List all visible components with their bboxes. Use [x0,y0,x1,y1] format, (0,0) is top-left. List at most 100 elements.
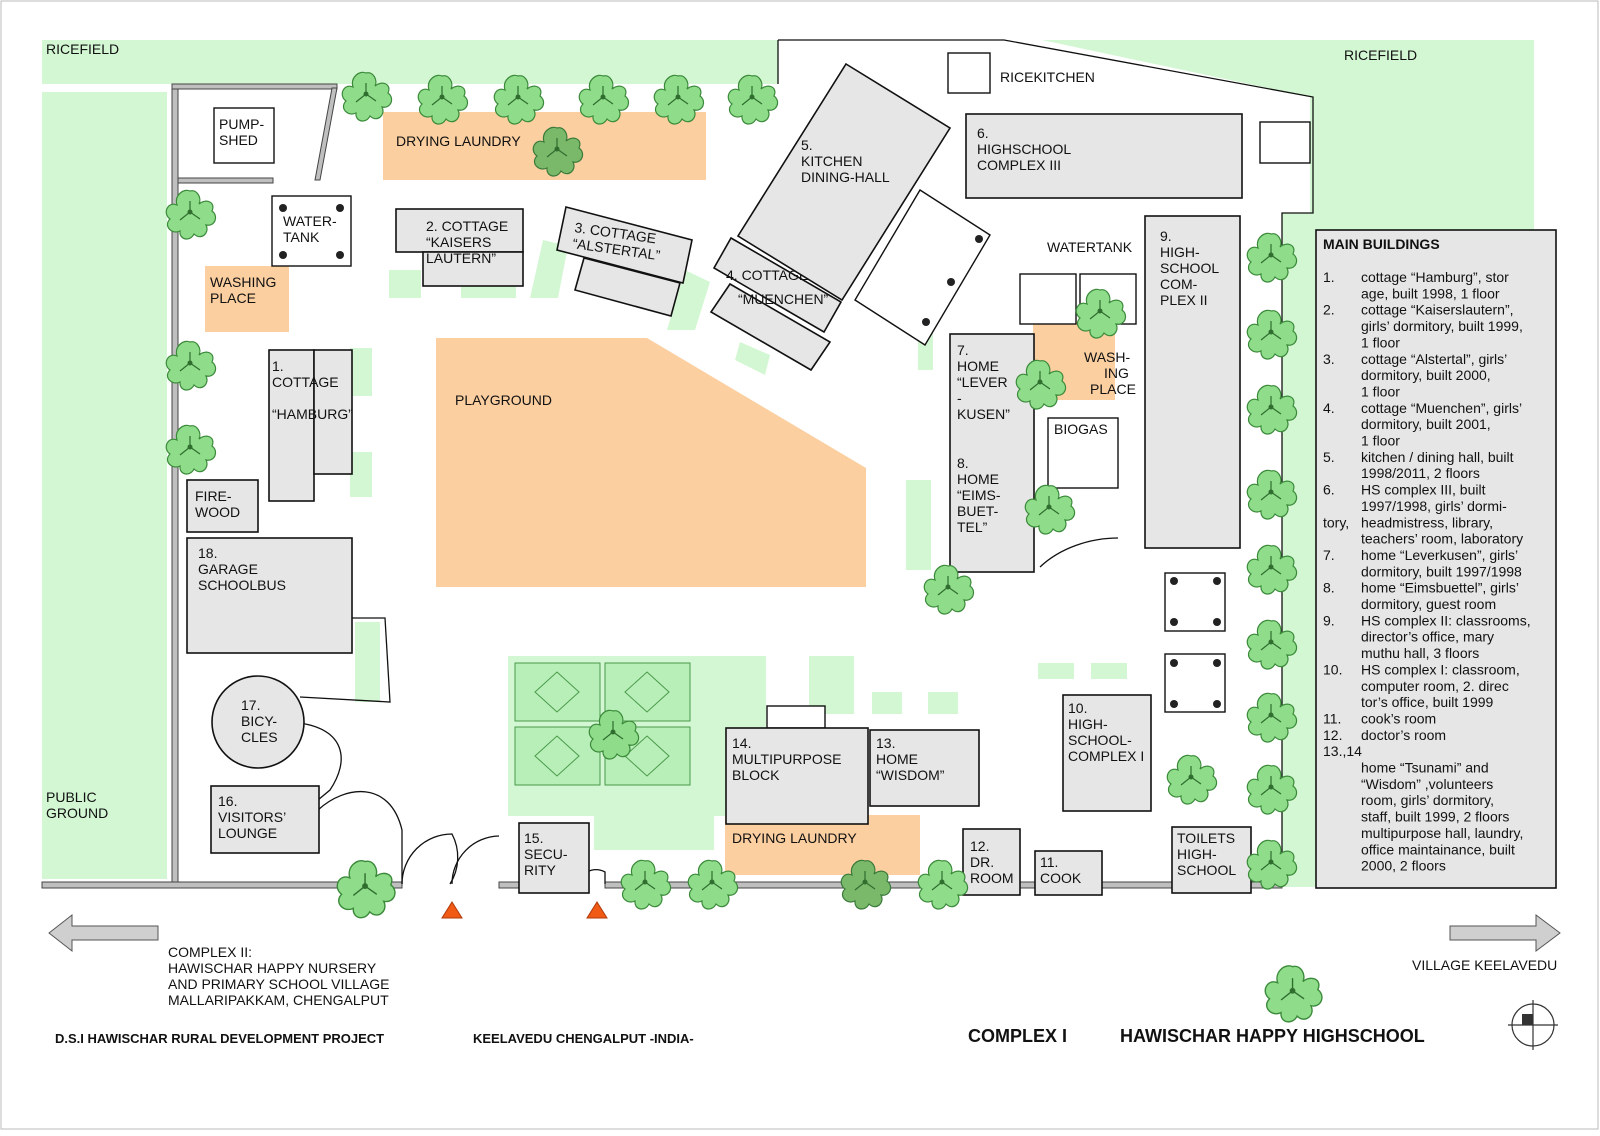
cottage-1-hamburg: 1. COTTAGE “HAMBURG” [268,349,353,502]
hs-complex-2-label-5: PLEX II [1160,292,1207,308]
kitchen-dining-hall: 5. KITCHEN DINING-HALL [736,62,952,302]
cottage-2-kaiserslautern: 2. COTTAGE “KAISERS LAUTERN” [395,208,524,287]
hs-complex-1-label-2: HIGH- [1068,716,1108,732]
home-7-label-1: 7. [957,342,969,358]
public-ground-label-1: PUBLIC [46,789,97,805]
home-8-label-2: HOME [957,471,999,487]
rice-kitchen: RICEKITCHEN [947,52,1095,94]
legend-text: staff, built 1999, 2 floors [1361,809,1509,825]
public-ground-zone [42,92,167,879]
paths [299,537,1119,884]
main-buildings-legend: MAIN BUILDINGS 1.cottage “Hamburg”, stor… [1315,229,1557,889]
pump-shed-label-2: SHED [219,132,258,148]
highschool-complex-1: 10. HIGH- SCHOOL- COMPLEX I [1062,694,1152,812]
garage-label-1: 18. [198,545,217,561]
highschool-complex-3: 6. HIGHSCHOOL COMPLEX III [965,113,1243,199]
legend-text: home “Leverkusen”, girls’ [1361,547,1518,563]
legend-number: 2. [1323,302,1335,318]
cottage-2-label-1: 2. COTTAGE [426,218,508,234]
visitors-label-3: LOUNGE [218,825,277,841]
cottage-3-alstertal: 3. COTTAGE “ALSTERTAL” [556,206,693,317]
legend-text: office maintainance, built [1361,841,1515,857]
biogas: BIOGAS [1047,417,1119,489]
home-8-label-1: 8. [957,455,969,471]
highschool-complex-2: 9. HIGH- SCHOOL COM- PLEX II [1144,215,1241,549]
water-tank-right-label: WATERTANK [1047,239,1133,255]
firewood-label-1: FIRE- [195,488,232,504]
tree-icon [336,859,396,919]
pump-shed: PUMP- SHED [213,107,275,164]
kitchen-label-2: KITCHEN [801,153,862,169]
legend-text: dormitory, built 2000, [1361,367,1491,383]
cottage-1-label-1: 1. [272,358,284,374]
legend-text: cottage “Hamburg”, stor [1361,269,1509,285]
playground-label: PLAYGROUND [455,392,552,408]
legend-title: MAIN BUILDINGS [1323,236,1440,252]
hs-complex-1-label-4: COMPLEX I [1068,748,1144,764]
doctor-room: 12. DR. ROOM [962,828,1021,896]
legend-text: 1 floor [1361,433,1400,449]
complex2-label-4: MALLARIPAKKAM, CHENGALPUT [168,992,389,1008]
home-7-label-2: HOME [957,358,999,374]
legend-text: room, girls’ dormitory, [1361,792,1494,808]
legend-number: 7. [1323,547,1335,563]
bicycles-label-1: 17. [241,697,260,713]
dr-room-label-2: DR. [970,854,994,870]
home-7-label-5: KUSEN” [957,406,1010,422]
water-tank-left: WATER- TANK [271,195,352,267]
dr-room-label-3: ROOM [970,870,1014,886]
post-shelters [1164,572,1226,713]
kitchen-label-3: DINING-HALL [801,169,890,185]
legend-number: 10. [1323,661,1342,677]
firewood-store: FIRE- WOOD [186,479,259,533]
legend-text: director’s office, mary [1361,629,1494,645]
public-ground-label-2: GROUND [46,805,108,821]
legend-text: home “Eimsbuettel”, girls’ [1361,580,1519,596]
legend-number: 13.,14 [1323,743,1362,759]
ricefield-left-label: RICEFIELD [46,41,119,57]
security-label-1: 15. [524,830,543,846]
hs-complex-2-label-3: SCHOOL [1160,260,1219,276]
home-13-label-1: 13. [876,735,895,751]
multipurpose-label-2: MULTIPURPOSE [732,751,841,767]
legend-text: dormitory, built 2001, [1361,416,1491,432]
washing-place-right-label-3: PLACE [1090,381,1136,397]
security-label-3: RITY [524,862,557,878]
cook-room: 11. COOK [1034,850,1103,896]
legend-number: tory, [1323,514,1349,530]
tree-icon [1264,965,1323,1023]
cottage-2-label-3: LAUTERN” [426,250,496,266]
ricefield-top-left [42,40,778,84]
tree-icon [620,859,672,910]
bicycles-label-2: BICY- [241,713,277,729]
washing-place-right-label-1: WASH- [1084,349,1130,365]
home-7-8-leverkusen-eimsbuettel: 7. HOME “LEVER - KUSEN” 8. HOME “EIMS- B… [949,333,1035,573]
legend-text: tor’s office, built 1999 [1361,694,1494,710]
arrow-right-icon [1449,914,1561,952]
washing-place-left-label-1: WASHING [210,274,276,290]
legend-text: 1998/2011, 2 floors [1361,465,1480,481]
tree-icon [1166,754,1218,805]
water-tank-right: WATERTANK [1019,239,1137,325]
toilets-highschool: TOILETS HIGH- SCHOOL [1171,826,1252,894]
bicycle-stand: 17. BICY- CLES [211,675,305,769]
firewood-label-2: WOOD [195,504,240,520]
legend-text: HS complex I: classroom, [1361,661,1520,677]
cottage-2-label-2: “KAISERS [426,234,491,250]
kitchen-label-1: 5. [801,137,813,153]
school-title: HAWISCHAR HAPPY HIGHSCHOOL [1120,1026,1425,1046]
visitors-label-2: VISITORS’ [218,809,286,825]
legend-text: 2000, 2 floors [1361,858,1446,874]
pump-shed-label-1: PUMP- [219,116,264,132]
washing-place-left-label-2: PLACE [210,290,256,306]
hs-complex-2-label-4: COM- [1160,276,1198,292]
multipurpose-label-3: BLOCK [732,767,780,783]
ricefield-right-label: RICEFIELD [1344,47,1417,63]
compass-icon [1508,1000,1558,1050]
multipurpose-block: 14. MULTIPURPOSE BLOCK [725,705,869,825]
garage-schoolbus: 18. GARAGE SCHOOLBUS [186,537,353,654]
legend-text: teachers’ room, laboratory [1361,531,1523,547]
